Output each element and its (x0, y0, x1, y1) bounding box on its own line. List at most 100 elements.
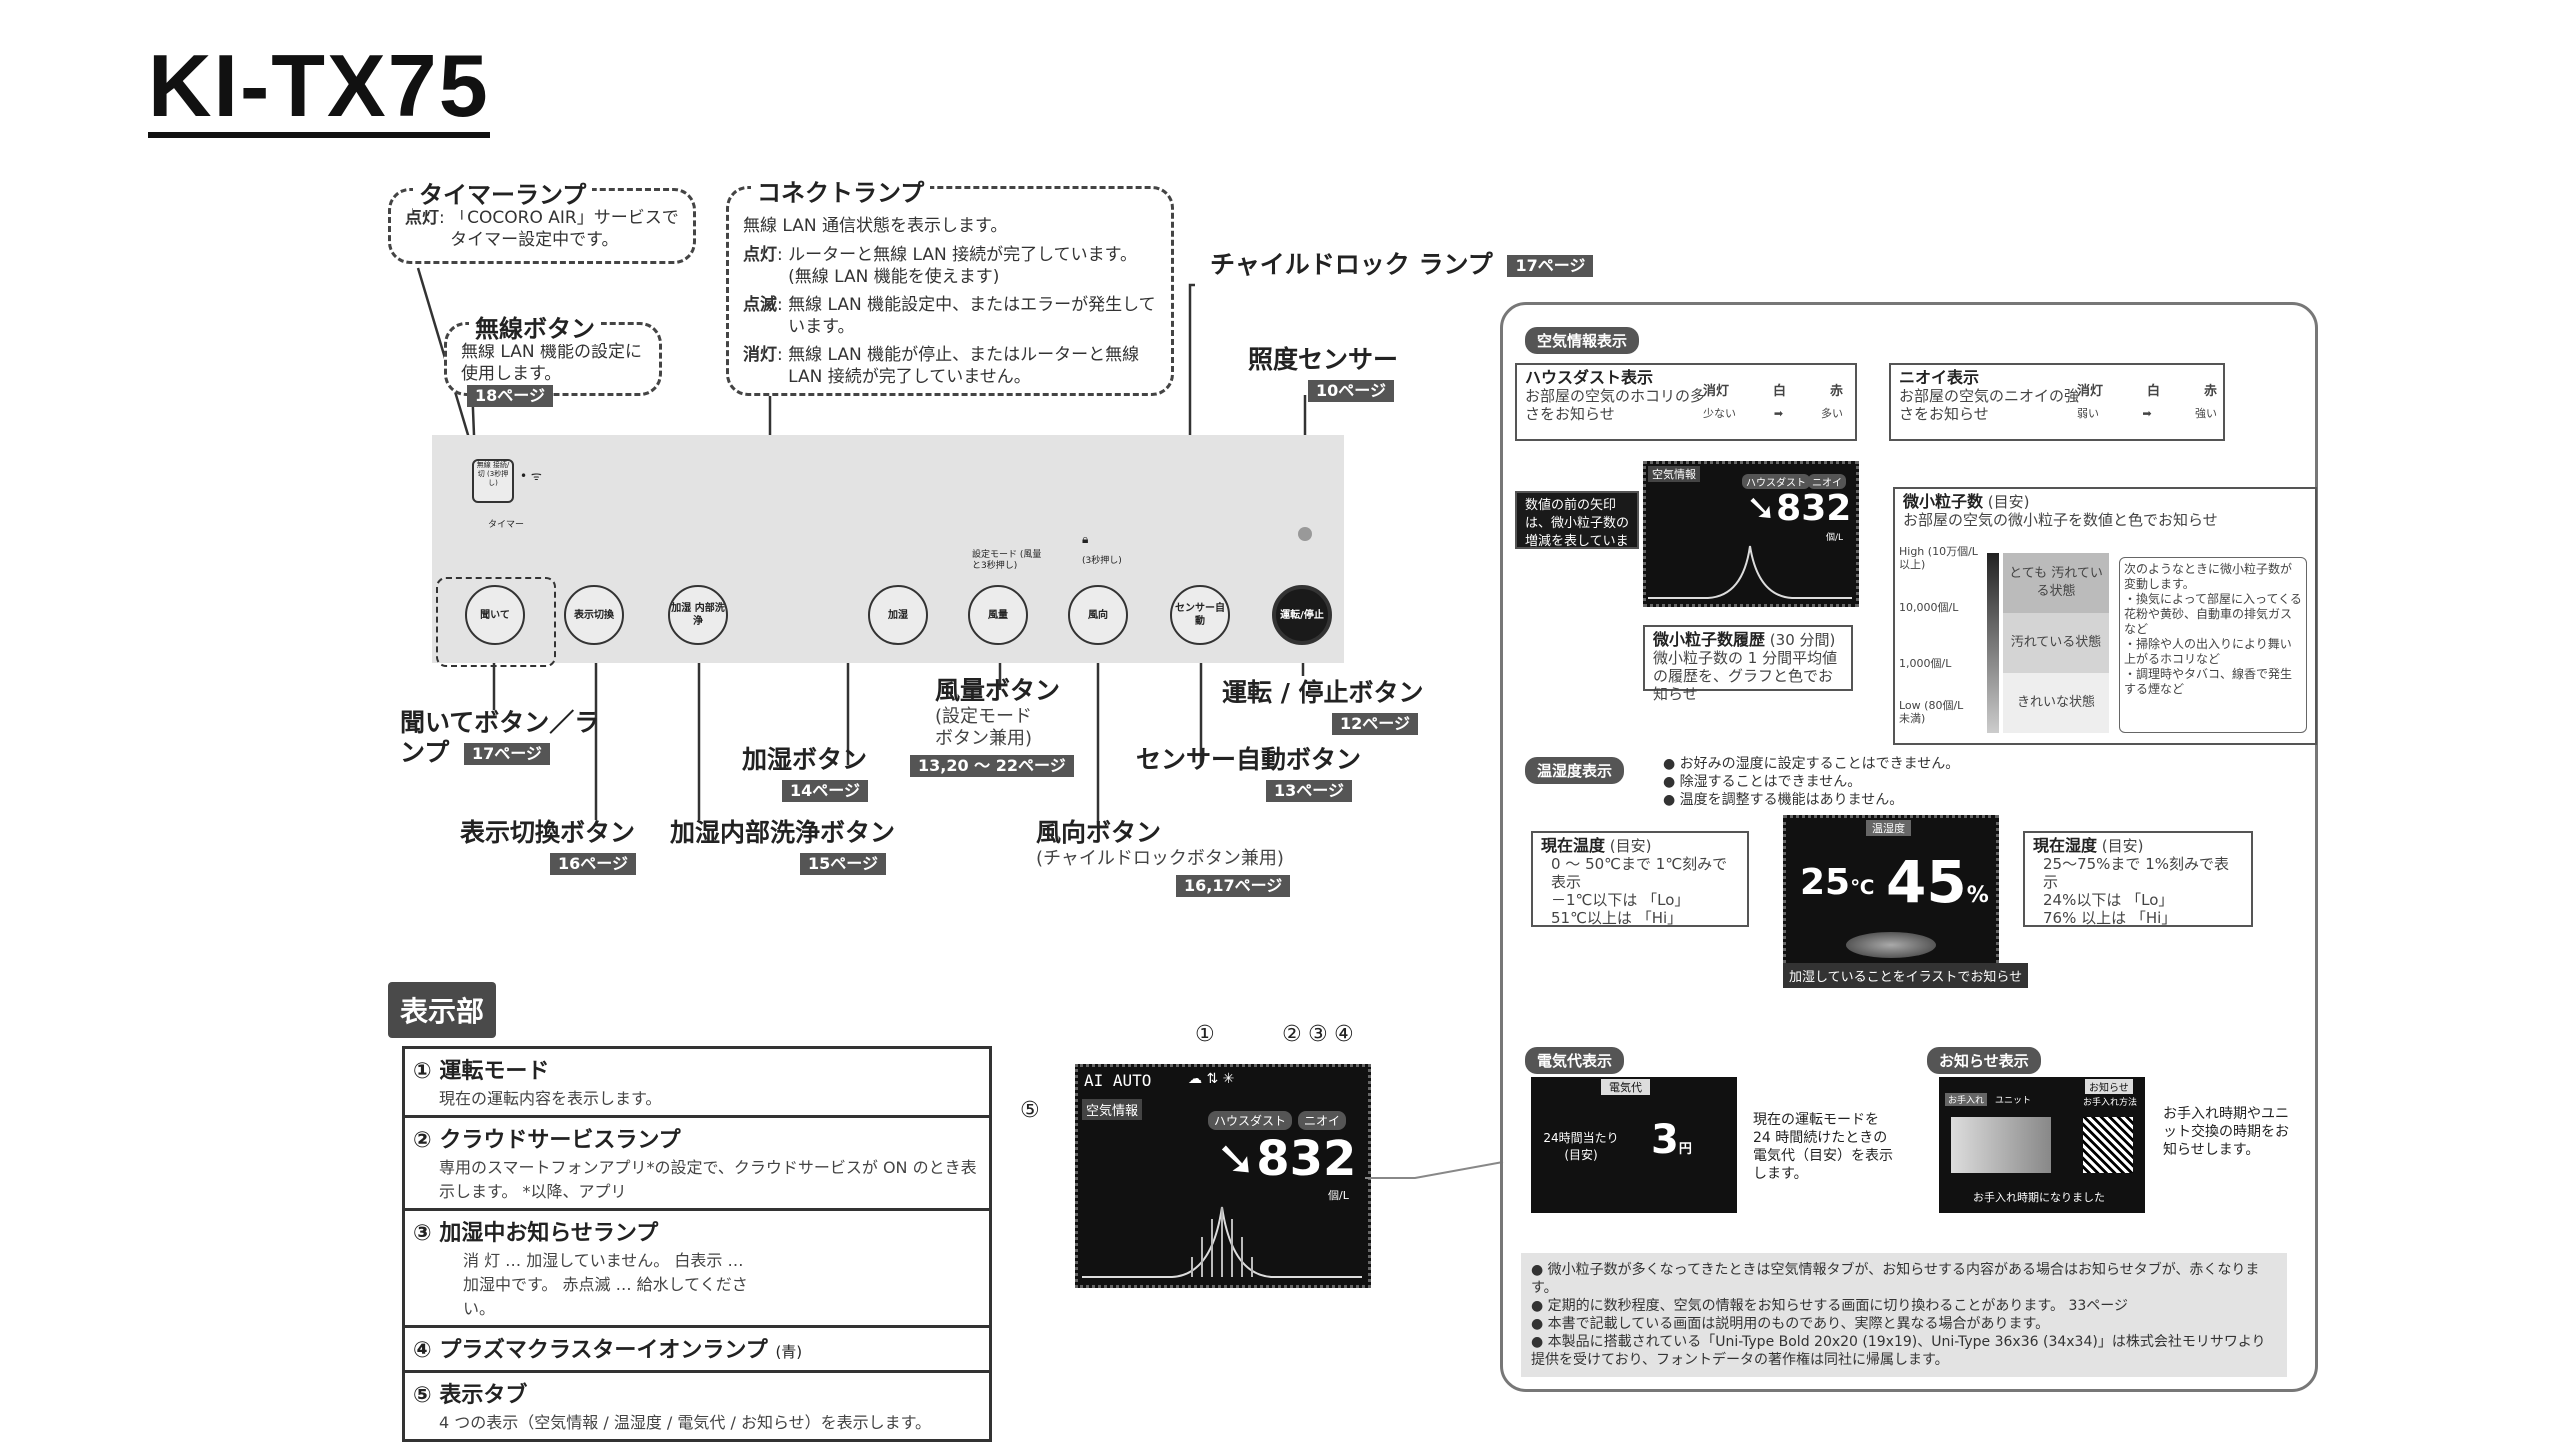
history-box: 微小粒子数履歴 (30 分間) 微小粒子数の 1 分間平均値の履歴を、グラフと色… (1643, 625, 1853, 703)
dust-scale-white: 白 (1772, 384, 1786, 399)
legend-head: プラズマクラスターイオンランプ (439, 1338, 768, 1363)
notice-screen-tab: お知らせ (2085, 1079, 2133, 1094)
electricity-text: 現在の運転モードを 24 時間続けたときの電気代（目安）を表示します。 (1753, 1112, 1893, 1182)
air-screen-chip-dust: ハウスダスト (1742, 474, 1810, 489)
screen-chip-dust: ハウスダスト (1208, 1111, 1293, 1130)
dust-scale-red: 赤 (1829, 384, 1843, 399)
connect-lamp-icon: • ᯤ (520, 469, 542, 483)
display-detail-panel: 空気情報表示 ハウスダスト表示 お部屋の空気のホコリの多さをお知らせ 消灯白赤 … (1500, 302, 2318, 1392)
humid-title: 現在湿度 (2033, 836, 2098, 855)
connect-text-blink: 無線 LAN 機能設定中、またはエラーが発生しています。 (788, 295, 1156, 337)
sensor-auto-button[interactable]: センサー自動 (1170, 585, 1230, 645)
legend-head: クラウドサービスランプ (439, 1128, 681, 1153)
display-section-title: 表示部 (388, 982, 497, 1038)
wireless-button-callout: 無線ボタン 無線 LAN 機能の設定に使用します。 18ページ (444, 309, 662, 407)
electricity-screen: 電気代 24時間当たり (目安) 3円 (1531, 1077, 1737, 1213)
legend-item: ② クラウドサービスランプ専用のスマートフォンアプリ*の設定で、クラウドサービス… (405, 1118, 989, 1211)
lock-hold-label: (3秒押し) (1082, 556, 1122, 566)
down-arrow-icon: ➘ (1216, 1131, 1257, 1187)
notice-text: お手入れ時期やユニット交換の時期をお知らせします。 (2163, 1106, 2289, 1158)
particles-text: お部屋の空気の微小粒子を数値と色でお知らせ (1903, 511, 2218, 529)
level-dirty: 汚れている状態 (2003, 613, 2109, 673)
odor-scale-high: 強い (2195, 407, 2217, 420)
sensor-auto-page: 13ページ (1266, 780, 1352, 802)
air-screen-chip-odor: ニオイ (1808, 474, 1846, 489)
legend-item: ④ プラズマクラスターイオンランプ (青) (405, 1328, 989, 1373)
run-stop-label: 運転 / 停止ボタン 12ページ (1222, 678, 1424, 738)
direction-button[interactable]: 風向 (1068, 585, 1128, 645)
legend-num: ① (413, 1059, 432, 1084)
footnote: 微小粒子数が多くなってきたときは空気情報タブが、お知らせする内容がある場合はお知… (1531, 1262, 2260, 1296)
note-item: 換気によって部屋に入ってくる花粉や黄砂、自動車の排気ガスなど (2124, 592, 2302, 636)
display-switch-label: 表示切換ボタン 16ページ (460, 818, 636, 878)
humid-line: 25～75%まで 1%刻みで表示 (2043, 855, 2229, 891)
humid-clean-button[interactable]: 加湿 内部洗浄 (668, 585, 728, 645)
air-volume-button[interactable]: 風量 (968, 585, 1028, 645)
notice-tag: お知らせ表示 (1927, 1047, 2041, 1074)
screen-chip-odor: ニオイ (1298, 1111, 1347, 1130)
notice-screen-t3: お手入れ方法 (2083, 1098, 2138, 1108)
direction-text: 風向ボタン (1036, 818, 1162, 847)
setting-mode-label: 設定モード (風量と3秒押し) (972, 550, 1042, 571)
level-clean: きれいな状態 (2003, 673, 2109, 733)
history-graph (1082, 1206, 1362, 1278)
arrow-note: 数値の前の矢印は、微小粒子数の増減を表しています。 (1515, 491, 1639, 567)
wireless-small-button[interactable]: 無線 接続/切 (3秒押し) (472, 459, 514, 503)
level-bar (1987, 553, 1999, 733)
humid-line: 24%以下は 「Lo」 (2043, 891, 2174, 909)
child-lock-text: チャイルドロック ランプ (1210, 250, 1493, 279)
timer-small-label: タイマー (488, 520, 525, 530)
house-dust-title: ハウスダスト表示 (1525, 368, 1654, 387)
connect-lamp-title: コネクトランプ (751, 173, 931, 208)
temp-humid-screen: 温湿度 25℃ 45% (1783, 815, 1999, 969)
timer-lamp-text: 「COCORO AIR」サービスでタイマー設定中です。 (450, 208, 679, 250)
axis-low: Low (80個/L未満) (1899, 699, 1964, 725)
particles-box: 微小粒子数 (目安) お部屋の空気の微小粒子を数値と色でお知らせ High (1… (1893, 487, 2317, 745)
legend-num: ④ (413, 1338, 432, 1363)
wireless-button-text: 無線 LAN 機能の設定に使用します。 (461, 342, 643, 384)
air-volume-label: 風量ボタン (設定モード ボタン兼用) 13,20 ～ 22ページ (910, 676, 1074, 780)
kiite-button[interactable]: 聞いて (465, 585, 525, 645)
temp-title: 現在温度 (1541, 836, 1606, 855)
air-screen-tab: 空気情報 (1648, 466, 1700, 482)
note-item: 掃除や人の出入りにより舞い上がるホコリなど (2124, 637, 2292, 666)
particles-title-sub: (目安) (1987, 493, 2030, 511)
run-stop-text: 運転 / 停止ボタン (1222, 678, 1424, 707)
lock-icon: 🔒︎ (1082, 532, 1089, 546)
footnote: 本製品に搭載されている「Uni-Type Bold 20x20 (19x19)、… (1531, 1334, 2266, 1368)
axis-1000: 1,000個/L (1899, 657, 1952, 670)
legend-body: (青) (775, 1343, 803, 1361)
screen-unit: 個/L (1328, 1189, 1349, 1202)
temp-line: －1℃以下は 「Lo」 (1551, 891, 1690, 909)
humid-button[interactable]: 加湿 (868, 585, 928, 645)
humid-clean-text: 加湿内部洗浄ボタン (670, 818, 896, 847)
child-lock-page: 17ページ (1507, 255, 1594, 277)
run-stop-button[interactable]: 運転/停止 (1272, 585, 1332, 645)
dust-scale-low: 少ない (1703, 407, 1736, 420)
footnote: 本書で記載している画面は説明用のものであり、実際と異なる場合があります。 (1547, 1316, 2050, 1332)
legend-item: ① 運転モード現在の運転内容を表示します。 (405, 1049, 989, 1118)
axis-10000: 10,000個/L (1899, 601, 1959, 614)
temp-humid-tag: 温湿度表示 (1525, 757, 1625, 784)
timer-lamp-title: タイマーランプ (413, 175, 593, 210)
odor-scale-red: 赤 (2203, 384, 2217, 399)
humid-page: 14ページ (782, 780, 868, 802)
right-arrow-icon: ➡ (2142, 407, 2152, 420)
timer-lamp-callout: タイマーランプ 点灯: 「COCORO AIR」サービスでタイマー設定中です。 (388, 175, 696, 264)
axis-high: High (10万個/L以上) (1899, 545, 1978, 571)
air-screen-value: 832 (1776, 488, 1852, 529)
screen-value: ➘832 (1216, 1131, 1356, 1187)
legend-body: 専用のスマートフォンアプリ*の設定で、クラウドサービスが ON のとき表示します… (439, 1158, 977, 1201)
legend-body: 4 つの表示（空気情報 / 温湿度 / 電気代 / お知らせ）を表示します。 (439, 1413, 932, 1432)
humid-clean-page: 15ページ (800, 853, 886, 875)
cloud-icon: ☁ ⇅ ✳ (1188, 1071, 1235, 1087)
notice-screen-t2: ユニット (1995, 1096, 2032, 1106)
legend-num: ② (413, 1128, 432, 1153)
th-screen-humid: 45 (1886, 848, 1967, 916)
wireless-page-ref: 18ページ (467, 385, 553, 407)
humid-caption: 加湿していることをイラストでお知らせ (1783, 963, 2029, 988)
qr-code-icon (2083, 1117, 2133, 1173)
connect-key-off: 消灯 (743, 345, 777, 365)
air-volume-page: 13,20 ～ 22ページ (910, 755, 1074, 777)
display-switch-button[interactable]: 表示切換 (564, 585, 624, 645)
